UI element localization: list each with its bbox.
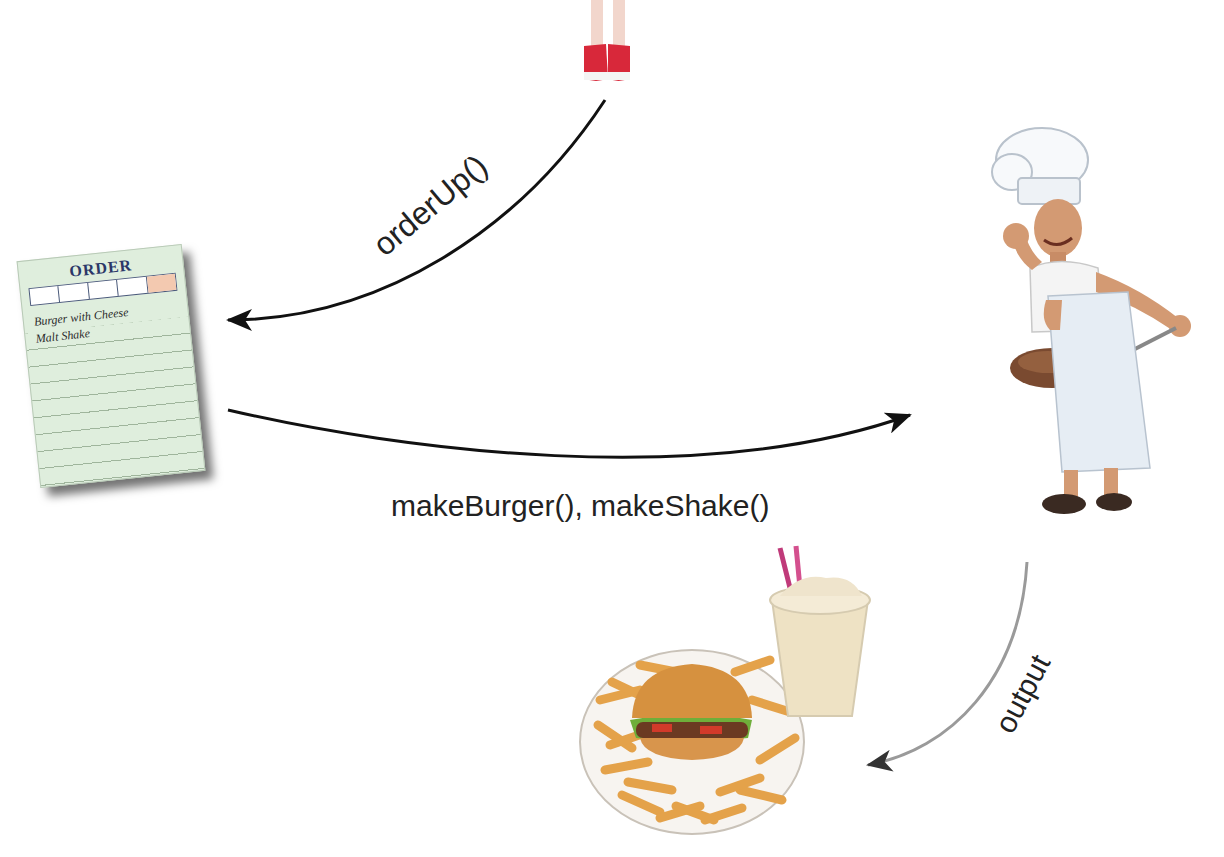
order-item: Malt Shake [33,326,92,346]
grid-cell [88,280,119,299]
arrow [868,562,1027,765]
cook-figure [992,128,1191,514]
order-item: Burger with Cheese [31,305,131,329]
order-slip: ORDERBurger with CheeseMalt Shake [17,244,206,488]
waitress-figure [584,0,630,81]
grid-cell [30,286,61,305]
arrow [228,410,910,457]
grid-cell [146,274,176,293]
milkshake [770,546,870,716]
grid-cell [59,283,90,302]
grid-cell [117,277,148,296]
food-plate [580,650,804,834]
arrow-label: makeBurger(), makeShake() [391,489,769,523]
arrow-label: orderUp() [366,147,495,263]
arrow-label: output [988,649,1057,739]
arrow [228,100,605,320]
